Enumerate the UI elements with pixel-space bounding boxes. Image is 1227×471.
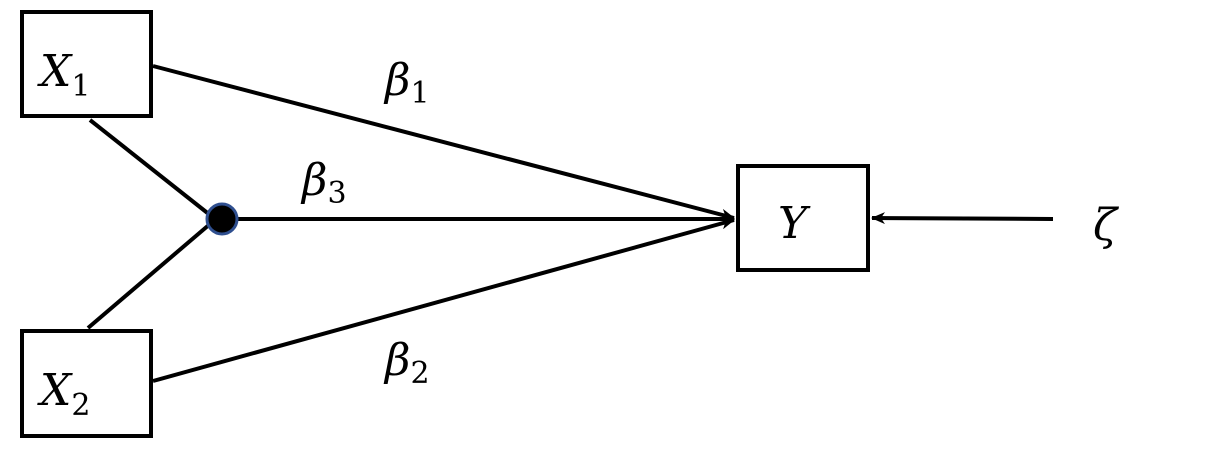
node-x2-label: X2 — [37, 365, 90, 423]
beta1-label: β1 — [383, 55, 430, 111]
edge-x2-interaction — [86, 222, 212, 330]
node-x2-box — [20, 329, 153, 438]
beta2-label: β2 — [383, 335, 430, 391]
edge-x2-y — [152, 217, 735, 383]
beta3-label: β3 — [300, 155, 347, 211]
node-y-label: Y — [778, 198, 811, 249]
zeta-label: ζ — [1093, 200, 1120, 251]
interaction-node — [205, 202, 239, 236]
node-x1-box — [20, 10, 153, 118]
edge-x1-y — [152, 64, 735, 221]
node-x1-label: X1 — [37, 46, 90, 104]
edge-zeta-y — [871, 212, 1054, 225]
node-y-box — [736, 164, 870, 272]
edge-x1-interaction — [88, 118, 212, 217]
